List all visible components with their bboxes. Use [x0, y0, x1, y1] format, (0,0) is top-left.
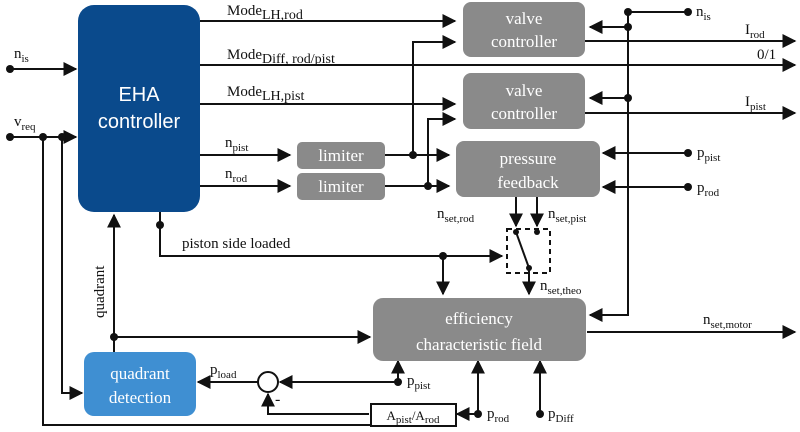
- label-zero-one: 0/1: [757, 47, 776, 63]
- valve1-label-line1: valve: [506, 9, 543, 28]
- label-n-set-motor: nset,motor: [703, 312, 752, 331]
- quadrant-label-line2: detection: [109, 388, 172, 407]
- efficiency-label-line2: characteristic field: [416, 335, 543, 354]
- pressure-label-line1: pressure: [500, 149, 557, 168]
- eha-label-line2: controller: [98, 111, 181, 133]
- valve-controller-block-2: valve controller: [463, 73, 585, 129]
- pressure-feedback-block: pressure feedback: [456, 141, 600, 197]
- label-n-rod: nrod: [225, 166, 248, 185]
- efficiency-label-line1: efficiency: [445, 309, 513, 328]
- area-ratio-label: Apist/Arod: [387, 408, 440, 426]
- limiter2-label: limiter: [318, 177, 364, 196]
- label-n-set-rod: nset,rod: [437, 206, 475, 225]
- valve2-label-line1: valve: [506, 81, 543, 100]
- quadrant-detection-block: quadrant detection: [84, 352, 196, 416]
- label-i-pist: Ipist: [745, 94, 766, 113]
- label-p-load: pload: [210, 362, 237, 381]
- signal-labels: nis vreq ModeLH,rod ModeDiff, rod/pist M…: [14, 3, 776, 425]
- label-n-is: nis: [14, 46, 29, 65]
- label-mode-lh-pist: ModeLH,pist: [227, 84, 305, 104]
- valve2-label-line2: controller: [491, 104, 557, 123]
- label-v-req: vreq: [14, 114, 36, 133]
- valve1-label-line2: controller: [491, 32, 557, 51]
- limiter-block-1: limiter: [297, 142, 385, 169]
- label-i-rod: Irod: [745, 22, 765, 41]
- label-n-is-right: nis: [696, 4, 711, 23]
- label-p-rod-right: prod: [697, 180, 720, 199]
- label-p-diff: pDiff: [548, 406, 574, 425]
- label-piston-side-loaded: piston side loaded: [182, 236, 291, 252]
- label-p-rod-bottom: prod: [487, 406, 510, 425]
- pressure-label-line2: feedback: [497, 173, 559, 192]
- area-ratio-block: Apist/Arod: [370, 403, 457, 427]
- valve-controller-block-1: valve controller: [463, 2, 585, 57]
- quadrant-label-line1: quadrant: [110, 364, 170, 383]
- wires: [6, 8, 797, 426]
- label-n-set-theo: nset,theo: [540, 278, 582, 297]
- limiter1-label: limiter: [318, 146, 364, 165]
- eha-label-line1: EHA: [118, 84, 160, 106]
- label-mode-diff: ModeDiff, rod/pist: [227, 47, 335, 67]
- label-p-pist-right: ppist: [697, 145, 720, 164]
- label-quadrant: quadrant: [92, 265, 108, 318]
- label-n-pist: npist: [225, 135, 248, 154]
- label-mode-lh-rod: ModeLH,rod: [227, 3, 303, 23]
- efficiency-field-block: efficiency characteristic field: [373, 298, 586, 361]
- label-minus-sign: -: [275, 391, 280, 408]
- eha-controller-block: EHA controller: [78, 5, 200, 212]
- label-p-pist-bottom: ppist: [407, 373, 430, 392]
- limiter-block-2: limiter: [297, 173, 385, 200]
- label-n-set-pist: nset,pist: [548, 206, 586, 225]
